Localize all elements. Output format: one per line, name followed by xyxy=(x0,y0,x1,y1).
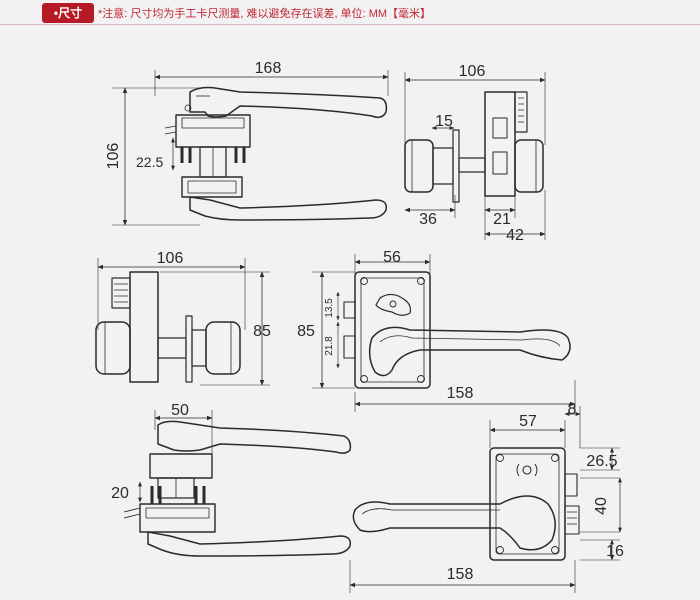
dim-view3-width: 106 xyxy=(157,250,184,267)
dim-view6-plate: 57 xyxy=(519,413,537,430)
dim-view2-left: 36 xyxy=(419,211,437,228)
dim-view6-length: 158 xyxy=(447,566,474,583)
view2-front-drawing xyxy=(404,72,546,240)
dim-view1-offset: 22.5 xyxy=(136,154,163,170)
dim-view2-inner: 15 xyxy=(435,113,453,130)
dim-view4-height: 85 xyxy=(297,323,315,340)
header-divider xyxy=(0,24,700,25)
size-tag: •尺寸 xyxy=(42,3,94,23)
dim-view2-right: 42 xyxy=(506,227,524,244)
view6-plate-drawing xyxy=(349,406,622,593)
view1-side-drawing xyxy=(112,70,389,226)
measurement-note: *注意: 尺寸均为手工卡尺测量, 难以避免存在误差, 单位: MM【毫米】 xyxy=(98,8,432,20)
dim-view6-offset: 26.5 xyxy=(586,453,617,470)
dim-view4-small1: 13.5 xyxy=(324,298,335,318)
dim-view5-width: 50 xyxy=(171,402,189,419)
dim-view4-plate: 56 xyxy=(383,249,401,266)
dim-view6-edge: 8 xyxy=(568,401,577,418)
view3-top-drawing xyxy=(95,258,270,386)
dim-view2-mid: 21 xyxy=(493,211,511,228)
dim-view1-height: 106 xyxy=(105,143,122,170)
dim-view2-width: 106 xyxy=(459,63,486,80)
view4-plate-drawing xyxy=(312,254,576,412)
dim-view6-bottom: 16 xyxy=(606,543,624,560)
dim-view4-small2: 21.8 xyxy=(324,336,335,356)
header-bar: •尺寸 *注意: 尺寸均为手工卡尺测量, 难以避免存在误差, 单位: MM【毫米… xyxy=(0,0,700,26)
dim-view3-height: 85 xyxy=(253,323,271,340)
dim-view4-length: 158 xyxy=(447,385,474,402)
dim-view6-height: 40 xyxy=(593,497,610,515)
view5-side-drawing xyxy=(123,410,352,557)
dim-view1-width: 168 xyxy=(255,60,282,77)
dim-view5-height: 20 xyxy=(111,485,129,502)
